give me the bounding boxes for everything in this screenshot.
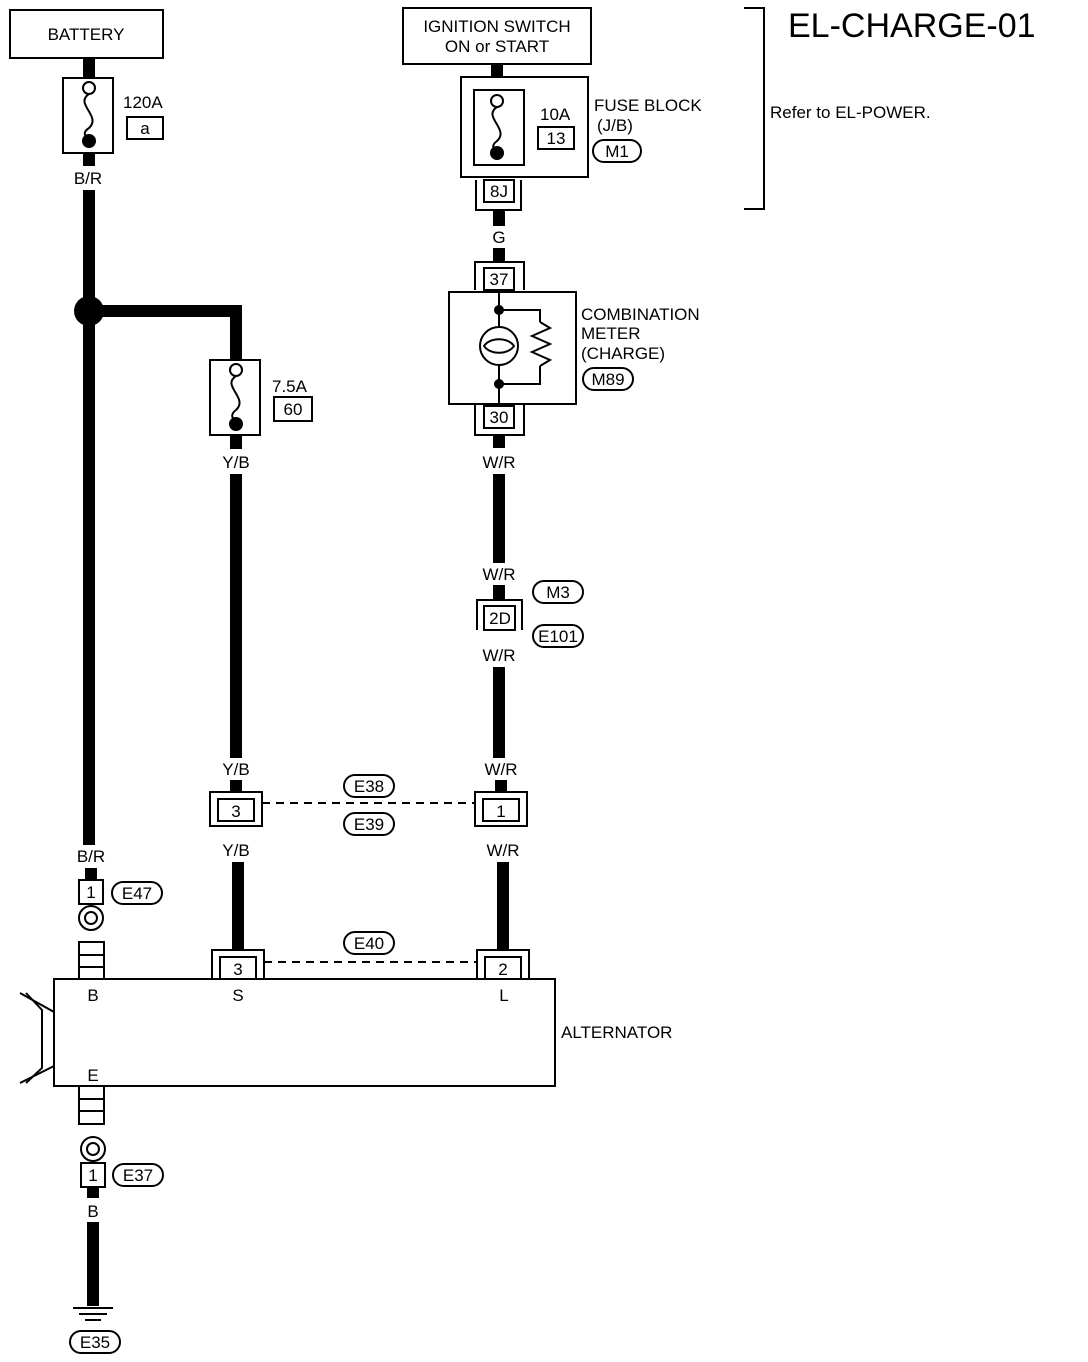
connector-m89-box — [582, 367, 634, 391]
connector-e47-box — [111, 881, 163, 905]
wire-label-ground: B — [87, 1202, 98, 1221]
connector-30-box — [483, 405, 515, 429]
wire-label-e38-right-top: W/R — [484, 760, 517, 779]
wire-label-meter-out: W/R — [482, 453, 515, 472]
connector-e38-s-terminal: 3 — [231, 802, 240, 821]
connector-e40-box — [343, 931, 395, 955]
fuse-7-5a-id: 60 — [284, 400, 303, 419]
connector-m3-box — [532, 580, 584, 604]
ignition-box — [402, 7, 592, 65]
connector-37: 37 — [490, 270, 509, 289]
ignition-line2: ON or START — [445, 37, 549, 56]
connector-e47: E47 — [122, 884, 152, 903]
wire-label-e38-left-bottom: Y/B — [222, 841, 249, 860]
connector-e101: E101 — [538, 627, 578, 646]
wire-label-m3-bottom: W/R — [482, 646, 515, 665]
diagram-title: EL-CHARGE-01 — [788, 7, 1036, 45]
connector-e37: E37 — [123, 1166, 153, 1185]
connector-37-box — [483, 267, 515, 291]
connector-m1: M1 — [605, 142, 629, 161]
alt-term-b: B — [87, 986, 98, 1005]
connector-e40-s-terminal: 3 — [233, 960, 242, 979]
fuse-120a-rating: 120A — [123, 93, 163, 112]
connector-m1-box — [592, 139, 642, 163]
alternator-label: ALTERNATOR — [561, 1023, 672, 1042]
fuse-10a — [473, 89, 525, 166]
charge-lamp-icon — [479, 292, 519, 404]
fuse-block-sub: (J/B) — [597, 116, 633, 135]
battery-label: BATTERY — [48, 25, 125, 44]
fuse-block-name: FUSE BLOCK — [594, 96, 702, 115]
connector-e35: E35 — [80, 1333, 110, 1352]
connector-e47-terminal: 1 — [86, 883, 95, 902]
connector-e101-box — [532, 624, 584, 648]
wire-label-fuse75-out: Y/B — [222, 453, 249, 472]
connector-e38-l-terminal: 1 — [496, 802, 505, 821]
connector-e38-s — [209, 791, 263, 827]
fuse-7-5a — [209, 359, 261, 436]
connector-m89: M89 — [591, 370, 624, 389]
refer-bracket — [744, 7, 765, 210]
meter-line1: COMBINATION — [581, 305, 700, 324]
resistor-icon — [499, 309, 553, 385]
fuse-7-5a-rating: 7.5A — [272, 377, 308, 396]
connector-2d: 2D — [489, 609, 511, 628]
ring-terminal-e-icon — [80, 1136, 106, 1162]
ring-terminal-b-icon — [78, 905, 104, 931]
connector-37-housing — [474, 261, 525, 290]
connector-30: 30 — [490, 408, 509, 427]
connector-e40-s — [211, 949, 265, 981]
connector-e38-l — [474, 791, 528, 827]
fuse-120a — [62, 77, 114, 154]
connector-2d-housing — [476, 599, 523, 630]
fuse-10a-rating: 10A — [540, 105, 571, 124]
alt-term-l: L — [499, 986, 508, 1005]
fuse-10a-id: 13 — [547, 129, 566, 148]
alternator-box — [53, 978, 556, 1087]
connector-e38-box — [343, 774, 395, 798]
wire-label-e38-right-bottom: W/R — [486, 841, 519, 860]
fuse-10a-id-box — [537, 126, 575, 150]
connector-e38: E38 — [354, 777, 384, 796]
connector-m3: M3 — [546, 583, 570, 602]
fuse-7-5a-id-box — [273, 396, 313, 422]
wire-branch-7-5a — [89, 305, 242, 360]
fuse-120a-id-box — [126, 116, 164, 140]
connector-e37-box — [112, 1163, 164, 1187]
ignition-line1: IGNITION SWITCH — [423, 17, 570, 36]
wire-label-battery: B/R — [74, 169, 102, 188]
meter-line3: (CHARGE) — [581, 344, 665, 363]
connector-8j-box — [483, 179, 515, 203]
wire-label-alt-b: B/R — [77, 847, 105, 866]
connector-e40-l — [476, 949, 530, 981]
alt-term-s: S — [232, 986, 243, 1005]
connector-e39: E39 — [354, 815, 384, 834]
connector-e40-l-terminal: 2 — [498, 960, 507, 979]
wire-label-m3-top: W/R — [482, 565, 515, 584]
fuse-120a-id: a — [140, 119, 150, 138]
battery-box — [9, 9, 164, 59]
wire-label-e38-left-top: Y/B — [222, 760, 249, 779]
connector-e37-terminal: 1 — [88, 1166, 97, 1185]
connector-8j: 8J — [490, 182, 508, 201]
refer-note: Refer to EL-POWER. — [770, 103, 931, 122]
meter-line2: METER — [581, 324, 641, 343]
stud-b-icon — [78, 941, 105, 981]
stud-e-icon — [78, 1085, 105, 1125]
ground-icon — [73, 1307, 113, 1321]
connector-e40: E40 — [354, 934, 384, 953]
connector-2d-box — [483, 605, 516, 631]
alt-term-e: E — [87, 1066, 98, 1085]
connector-e47-term-box — [78, 879, 104, 905]
connector-e39-box — [343, 812, 395, 836]
connector-e35-box — [69, 1330, 121, 1354]
pulley-icon — [19, 992, 55, 1084]
wire-label-ign: G — [492, 228, 505, 247]
